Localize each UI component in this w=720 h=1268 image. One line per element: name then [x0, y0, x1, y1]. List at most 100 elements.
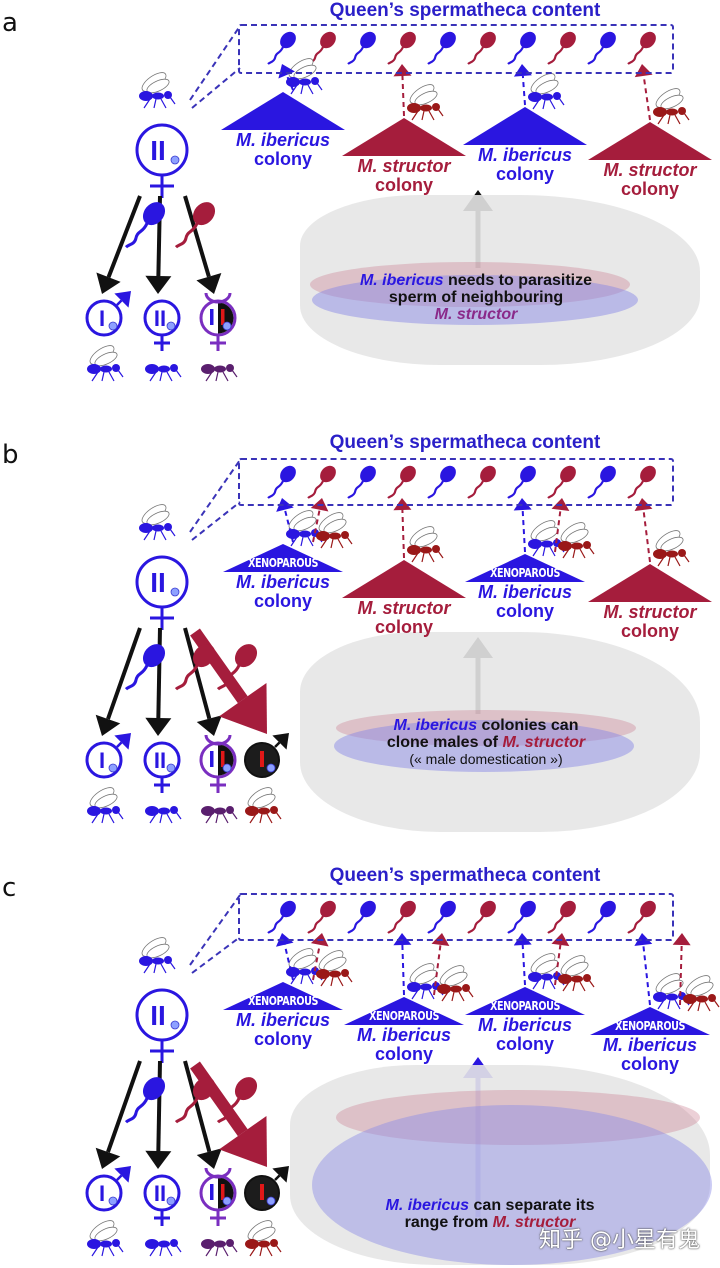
offspring-ant-icon [145, 364, 182, 382]
sperm-icon-red [547, 900, 576, 934]
caption-line2: sperm of neighbouring [388, 289, 564, 306]
colony-triangle [590, 1007, 710, 1035]
panel-letter: a [2, 8, 18, 38]
colony-species: M. ibericus [477, 145, 573, 165]
svg-text:II: II [150, 1000, 166, 1031]
chromosome-icon [166, 1196, 176, 1206]
colony-word: colony [374, 617, 433, 637]
offspring-male: I [85, 299, 123, 337]
ploidy-label: II [154, 306, 166, 331]
caption-line2: clone males of [386, 734, 503, 751]
offspring-arrow [183, 195, 222, 294]
spermatheca-link [189, 459, 241, 533]
colony-species: M. structor [357, 598, 451, 618]
caption-species: M. ibericus [393, 717, 478, 734]
male-sign-icon [272, 1166, 289, 1183]
male-sign-icon [114, 1166, 131, 1183]
sperm-icon-red [307, 465, 336, 499]
fertilizing-sperm-icon [174, 1077, 216, 1124]
sperm-icon-red [627, 900, 656, 934]
spermatheca-box [238, 24, 674, 74]
caption-species-2: M. structor [502, 734, 586, 751]
ibericus-range-ellipse [312, 1105, 712, 1265]
sperm-icon-red [627, 465, 656, 499]
offspring-ant-icon [145, 1239, 182, 1257]
sperm-icon-blue [507, 31, 536, 65]
spermatheca-link [189, 894, 241, 966]
male-ant-icon [653, 88, 690, 125]
sperm-icon-blue [587, 31, 616, 65]
queen-symbol: II [135, 988, 189, 1063]
colony-word: colony [495, 1034, 554, 1054]
caption-text: can separate its [469, 1197, 595, 1214]
chromosome-icon [222, 763, 232, 773]
chromosome-icon [166, 763, 176, 773]
chromosome-icon [108, 321, 118, 331]
offspring-hybrid-female [199, 734, 237, 793]
offspring-ant-icon [201, 364, 238, 382]
colony-word: colony [374, 1044, 433, 1064]
sperm-icon-red [547, 465, 576, 499]
ploidy-label: II [154, 1181, 166, 1206]
colony-triangle [342, 118, 466, 156]
chromosome-icon [166, 321, 176, 331]
spermatheca-link [189, 25, 241, 101]
offspring-clone-male [244, 1175, 280, 1211]
xenoparous-tag: XENOPAROUS [247, 556, 318, 570]
sperm-icon-blue [347, 465, 376, 499]
offspring-male: I [85, 1174, 123, 1212]
colony-word: colony [620, 179, 679, 199]
sperm-icon-blue [347, 900, 376, 934]
offspring-arrow [183, 1060, 222, 1169]
colony-word: colony [374, 175, 433, 195]
offspring-female: II [143, 1174, 181, 1226]
clone-arrow [190, 1061, 267, 1167]
ploidy-label: I [99, 306, 105, 331]
sperm-icon-blue [427, 900, 456, 934]
chromosome-icon [108, 1196, 118, 1206]
chromosome-icon [222, 321, 232, 331]
sperm-icon-blue [267, 31, 296, 65]
xenoparous-tag: XENOPAROUS [489, 999, 560, 1013]
offspring-arrow [95, 627, 142, 736]
colony-species: M. ibericus [235, 572, 331, 592]
sperm-icon-red [627, 31, 656, 65]
colony-word: colony [253, 591, 312, 611]
caption-species-2: M. structor [434, 306, 518, 323]
colony-species: M. structor [603, 602, 697, 622]
colony-triangle [342, 560, 466, 598]
male-ant-icon [528, 520, 565, 557]
sperm-icon-blue [587, 465, 616, 499]
male-sign-icon [114, 733, 131, 750]
colony-word: colony [495, 164, 554, 184]
sperm-icon-blue [507, 900, 536, 934]
offspring-arrow [145, 1060, 172, 1169]
caption-text: colonies can [477, 717, 579, 734]
watermark: 知乎 @小星有鬼 [539, 1228, 700, 1253]
male-ant-icon [558, 522, 595, 559]
chromosome-icon [266, 1196, 276, 1206]
male-ant-icon [683, 975, 720, 1012]
sperm-icon-red [307, 900, 336, 934]
svg-text:II: II [150, 567, 166, 598]
offspring-male: I [85, 741, 123, 779]
male-ant-icon [653, 530, 690, 567]
offspring-ant-icon [245, 1220, 282, 1257]
fertilizing-sperm-icon [216, 644, 258, 691]
colony-species: M. ibericus [477, 1015, 573, 1035]
male-ant-icon [407, 526, 444, 563]
ibericus-range-ellipse [334, 720, 634, 772]
colony-triangle [588, 122, 712, 160]
colony-word: colony [495, 601, 554, 621]
fertilizing-sperm-icon [124, 1077, 166, 1124]
